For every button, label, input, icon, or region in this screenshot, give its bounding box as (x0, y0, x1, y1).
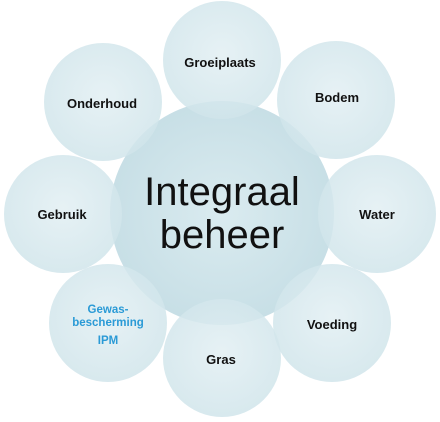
circle-onderhoud (44, 43, 162, 161)
circle-groeiplaats (163, 1, 281, 119)
label-voeding: Voeding (307, 317, 357, 332)
circle-water (318, 155, 436, 273)
label-gras: Gras (206, 352, 236, 367)
label-gebruik: Gebruik (37, 207, 87, 222)
circle-bodem (277, 41, 395, 159)
label-water: Water (359, 207, 395, 222)
label-groeiplaats: Groeiplaats (184, 55, 256, 70)
center-title-line1: Integraal (144, 170, 300, 214)
label-gewasbescherming-line2: bescherming (72, 317, 144, 329)
circle-gebruik (4, 155, 122, 273)
label-gewasbescherming-line1: Gewas- (88, 304, 129, 316)
center-circle (110, 101, 334, 325)
circle-gewasbescherming (49, 264, 167, 382)
center-title-line2: beheer (160, 213, 285, 257)
outer-circles (4, 1, 436, 417)
label-onderhoud: Onderhoud (67, 96, 137, 111)
label-bodem: Bodem (315, 90, 359, 105)
circle-gras (163, 299, 281, 417)
label-ipm: IPM (98, 335, 118, 347)
circle-voeding (273, 264, 391, 382)
